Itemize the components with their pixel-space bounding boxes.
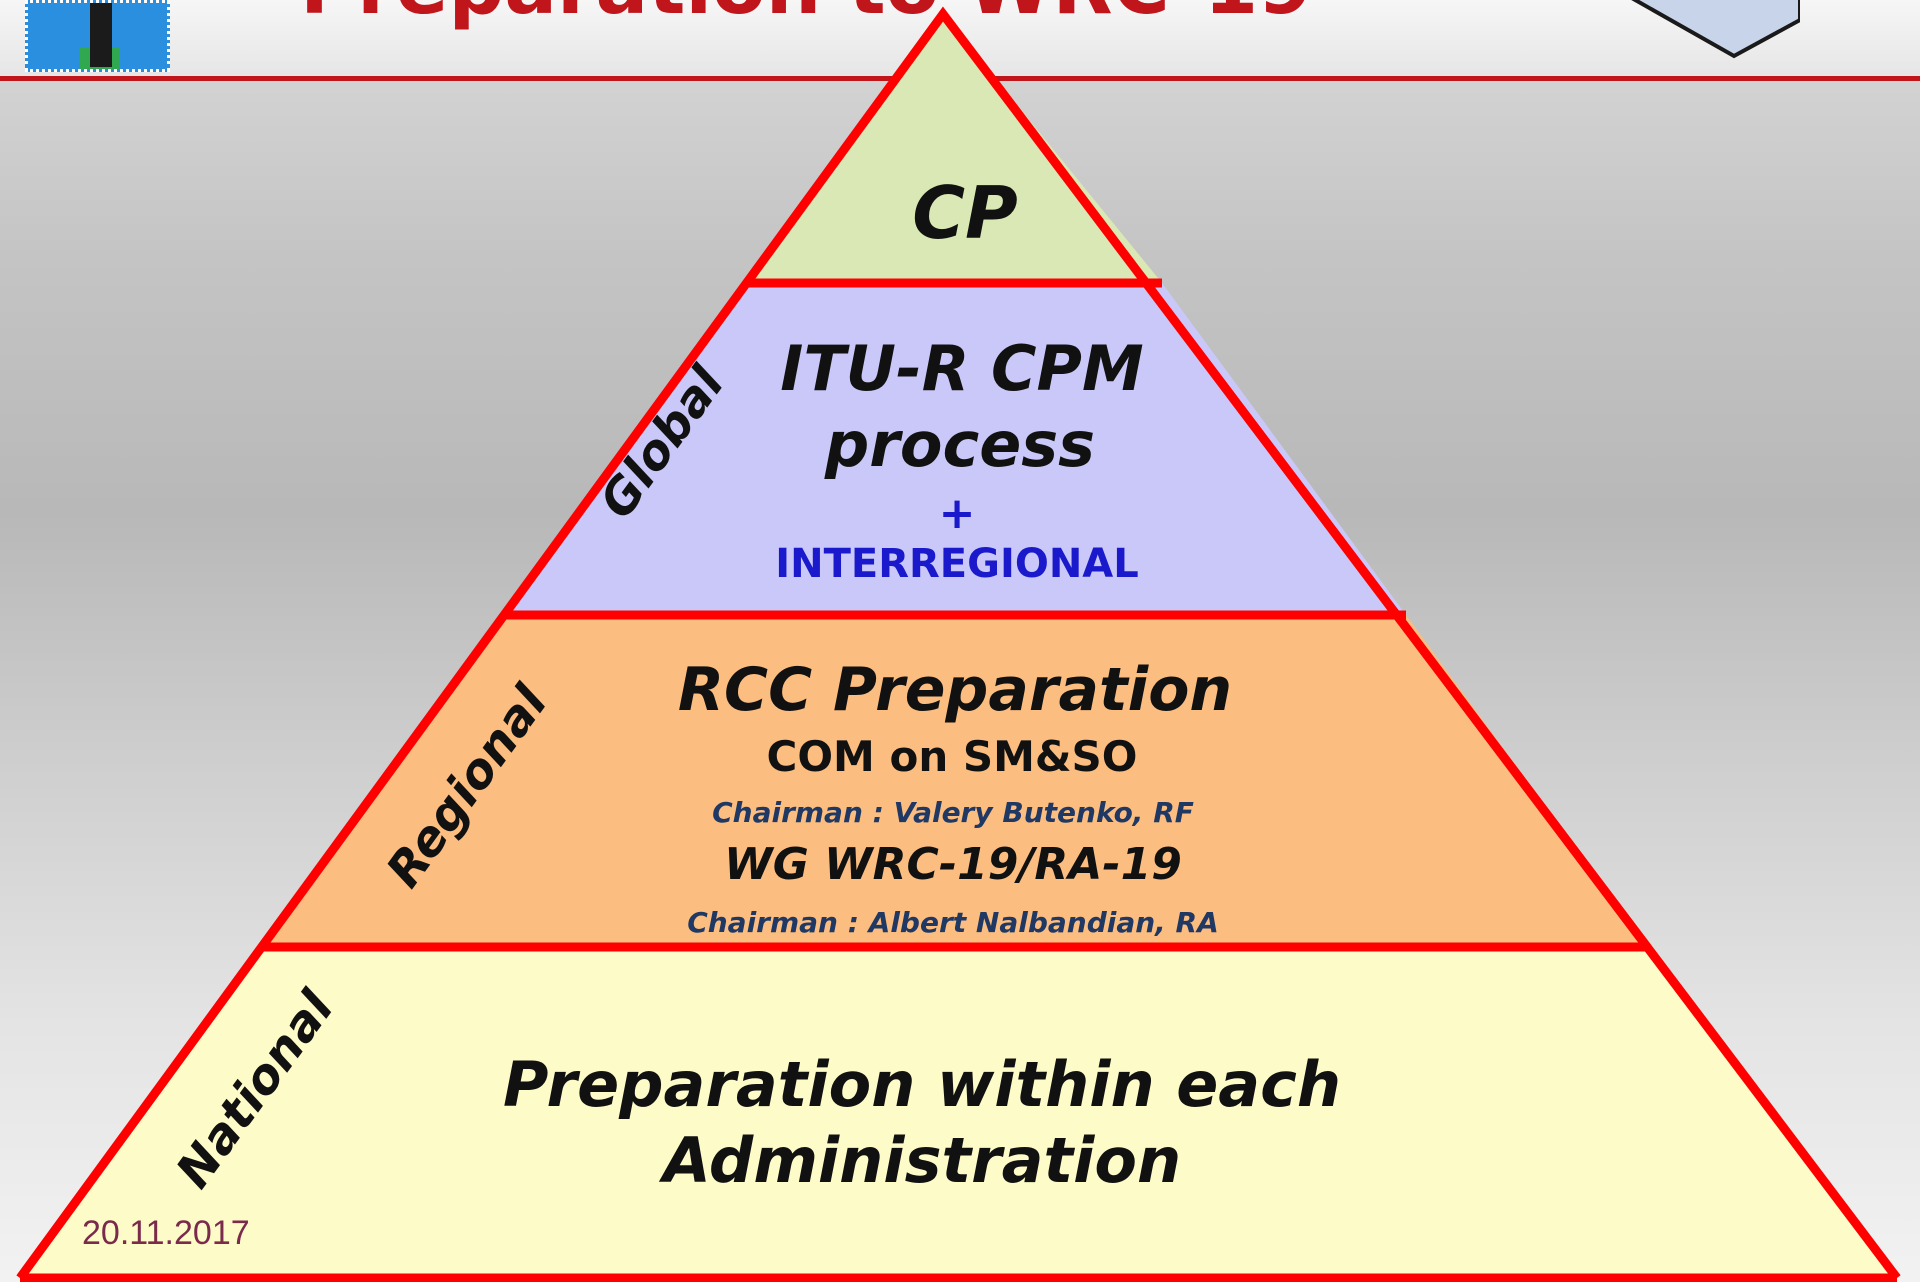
tier-national-shape — [20, 947, 1897, 1278]
tier-global-subtitle: INTERREGIONAL — [775, 541, 1139, 587]
tier-regional-line1: COM on SM&SO — [767, 732, 1138, 781]
tier-regional-chair1: Chairman : Valery Butenko, RF — [712, 796, 1194, 829]
tier-regional-title: RCC Preparation — [678, 655, 1232, 725]
tier-global-shape — [502, 283, 1406, 615]
tier-regional-shape — [262, 615, 1648, 947]
slide-title: Preparation to WRC-19 — [300, 0, 1312, 32]
tier-national-title-line2: Administration — [658, 1124, 1181, 1197]
tier-regional-line2: WG WRC-19/RA-19 — [724, 839, 1182, 890]
slide-date: 20.11.2017 — [82, 1214, 250, 1252]
emblem-diamond-logo-icon — [1631, 0, 1800, 59]
tier-national-title-line1: Preparation within each — [503, 1048, 1341, 1121]
tier-regional-chair2: Chairman : Albert Nalbandian, RA — [687, 906, 1219, 939]
tier-top-title: CP — [912, 171, 1018, 255]
radio-mast-logo-icon — [25, 0, 170, 72]
tier-global-plus: + — [939, 488, 976, 539]
tier-global-title-line2: process — [824, 408, 1095, 481]
tier-top-shape — [747, 14, 1162, 283]
pyramid-outline — [16, 6, 1901, 1281]
tier-global-title-line1: ITU-R CPM — [780, 332, 1143, 405]
